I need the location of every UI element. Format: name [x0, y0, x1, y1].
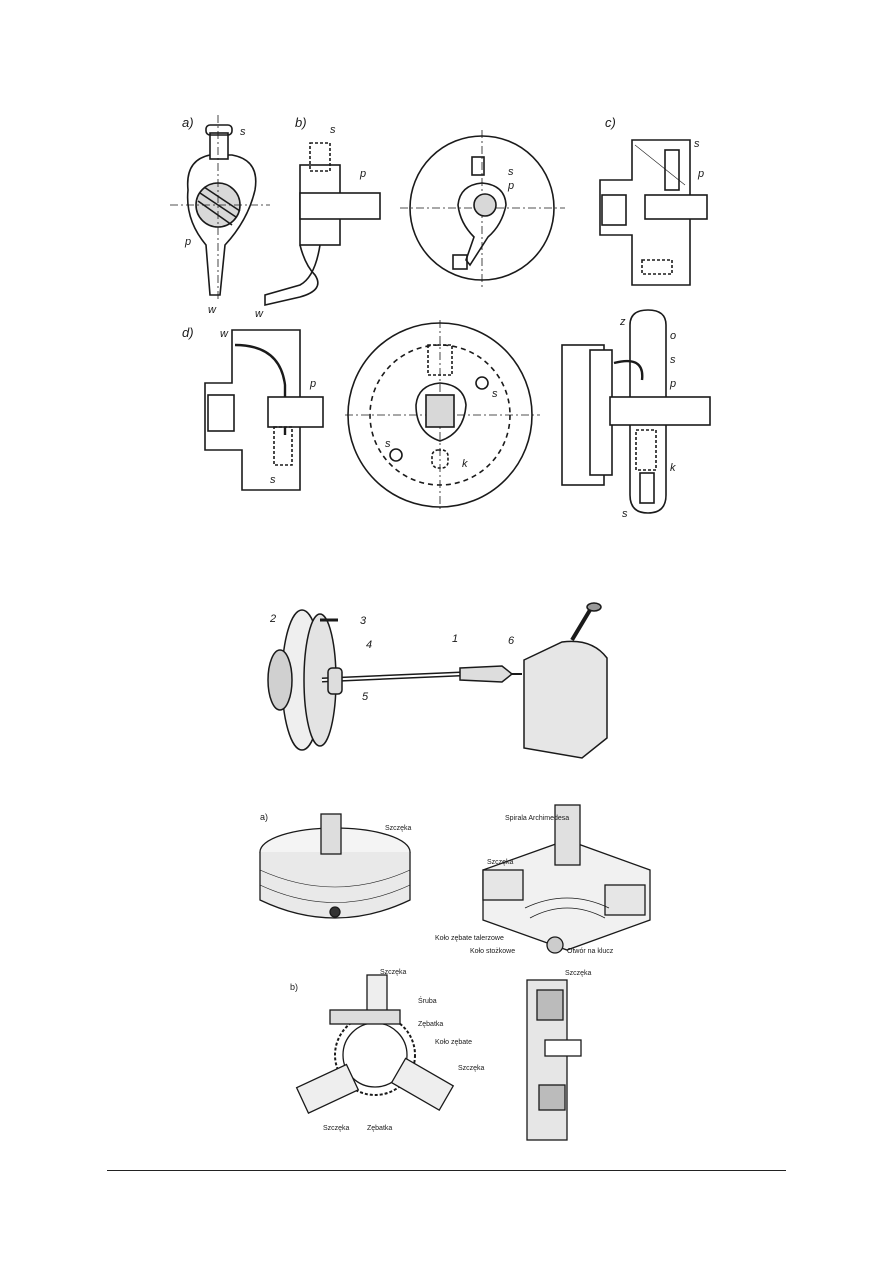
panel-guard-drawing: z o s p k s: [561, 309, 711, 520]
panel-guard-label-o: o: [670, 330, 676, 342]
panel-d-label-w: w: [220, 328, 229, 340]
panel-b-label-s: s: [330, 124, 336, 136]
lathe-label-2: 2: [269, 613, 276, 625]
panel-guard-label-s1: s: [670, 354, 676, 366]
panel-guard-label-s2: s: [622, 508, 628, 520]
panel-face-label-s1: s: [492, 388, 498, 400]
panel-b-label-p: p: [359, 168, 366, 180]
chuck-b-label-screw: Śruba: [418, 996, 437, 1005]
panel-a-label-w: w: [208, 304, 217, 316]
lathe-label-4: 4: [366, 639, 372, 651]
panel-c-tag: c): [605, 115, 616, 130]
chuck-drawing: a) Szczęka Spirala Archimedesa Szczęka K…: [259, 804, 651, 1141]
panel-plate-drawing: s p: [400, 130, 565, 290]
panel-a-tag: a): [182, 115, 194, 130]
lathe-label-1: 1: [452, 633, 458, 645]
chuck-panel-a-tag: a): [260, 812, 268, 822]
chuck-panel-b-section: Szczęka: [526, 970, 592, 1141]
lathe-label-5: 5: [362, 691, 369, 703]
chuck-a-label-key-hole: Otwór na klucz: [567, 948, 614, 955]
panel-face-label-s2: s: [385, 438, 391, 450]
lathe-label-6: 6: [508, 635, 515, 647]
panel-a-label-s: s: [240, 126, 246, 138]
chuck-b-label-rack-bottom: Zębatka: [367, 1125, 392, 1132]
panel-plate-label-s: s: [508, 166, 514, 178]
panel-c-label-p: p: [697, 168, 704, 180]
panel-face-label-k: k: [462, 458, 468, 470]
chuck-b-label-jaw-left: Szczęka: [323, 1125, 350, 1132]
chuck-panel-a-body: a) Szczęka: [259, 812, 412, 919]
figure-lathe: 2 3 4 5 1 6: [262, 598, 622, 768]
figure-clamps: a) s p w b) s p w s p c): [170, 105, 730, 525]
chuck-b-label-rack-top: Zębatka: [418, 1021, 443, 1028]
panel-guard-label-k: k: [670, 462, 676, 474]
chuck-panel-b-gear: b) Szczęka Śruba Zębatka Koło zębate Szc…: [290, 969, 485, 1132]
panel-guard-label-z: z: [619, 316, 626, 328]
clamp-drawings: a) s p w b) s p w s p c): [170, 115, 711, 520]
chuck-panel-a-cutaway: Spirala Archimedesa Szczęka Koło zębate …: [435, 804, 651, 955]
chuck-b-label-jaw-right: Szczęka: [458, 1065, 485, 1072]
panel-c-label-s: s: [694, 138, 700, 150]
panel-b-label-w: w: [255, 308, 264, 320]
panel-plate-label-p: p: [507, 180, 514, 192]
chuck-panel-b-tag: b): [290, 982, 298, 992]
chuck-b-label-gear: Koło zębate: [435, 1039, 472, 1046]
panel-c-drawing: c) s p: [599, 115, 708, 286]
chuck-a-label-gear-plate: Koło zębate talerzowe: [435, 935, 504, 942]
panel-a-label-p: p: [184, 236, 191, 248]
chuck-a-label-jaw-left: Szczęka: [385, 825, 412, 832]
chuck-b-label-jaw-section: Szczęka: [565, 970, 592, 977]
panel-guard-label-p: p: [669, 378, 676, 390]
chuck-a-label-spiral: Spirala Archimedesa: [505, 815, 569, 822]
lathe-label-3: 3: [360, 615, 367, 627]
panel-b-drawing: b) s p w: [255, 115, 381, 320]
panel-d-tag: d): [182, 325, 194, 340]
figure-chuck: a) Szczęka Spirala Archimedesa Szczęka K…: [255, 800, 655, 1145]
panel-d-drawing: d) w p s: [182, 325, 324, 491]
chuck-a-label-jaw-right: Szczęka: [487, 859, 514, 866]
chuck-a-label-gear-bevel: Koło stożkowe: [470, 948, 515, 955]
panel-a-drawing: a) s p w: [170, 115, 270, 316]
panel-d-label-s: s: [270, 474, 276, 486]
panel-b-tag: b): [295, 115, 307, 130]
chuck-b-label-jaw-top: Szczęka: [380, 969, 407, 976]
lathe-drawing: 2 3 4 5 1 6: [267, 602, 608, 759]
panel-face-drawing: s s k: [345, 320, 540, 510]
panel-d-label-p: p: [309, 378, 316, 390]
footer-rule: [107, 1170, 786, 1171]
